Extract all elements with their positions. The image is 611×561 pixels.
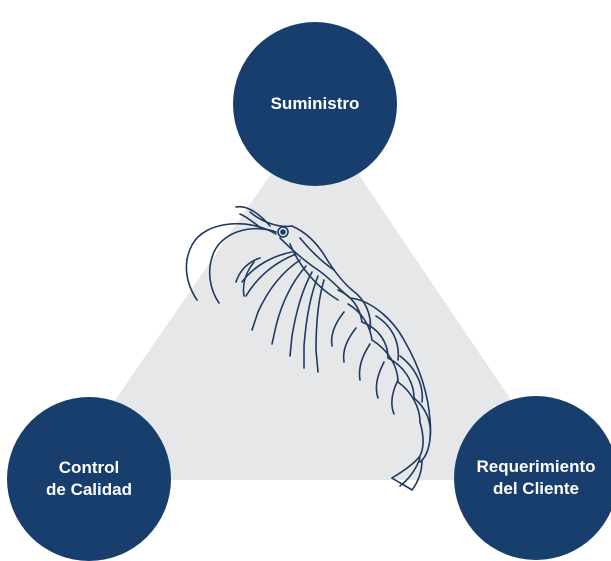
shrimp-icon [185,205,432,491]
node-suministro: Suministro [233,22,397,186]
node-suministro-line-1: Suministro [270,94,360,113]
node-requerimiento-del-cliente-line-1: Requerimiento [476,457,596,476]
node-control-de-calidad-line-1: Control [58,458,120,477]
node-control-de-calidad-label: Control de Calidad [46,457,132,501]
node-suministro-label: Suministro [271,93,360,115]
node-requerimiento-del-cliente: Requerimiento del Cliente [454,396,611,560]
node-control-de-calidad-line-2: de Calidad [46,480,132,499]
node-control-de-calidad: Control de Calidad [7,397,171,561]
node-requerimiento-del-cliente-line-2: del Cliente [493,479,579,498]
node-requerimiento-del-cliente-label: Requerimiento del Cliente [476,456,595,500]
